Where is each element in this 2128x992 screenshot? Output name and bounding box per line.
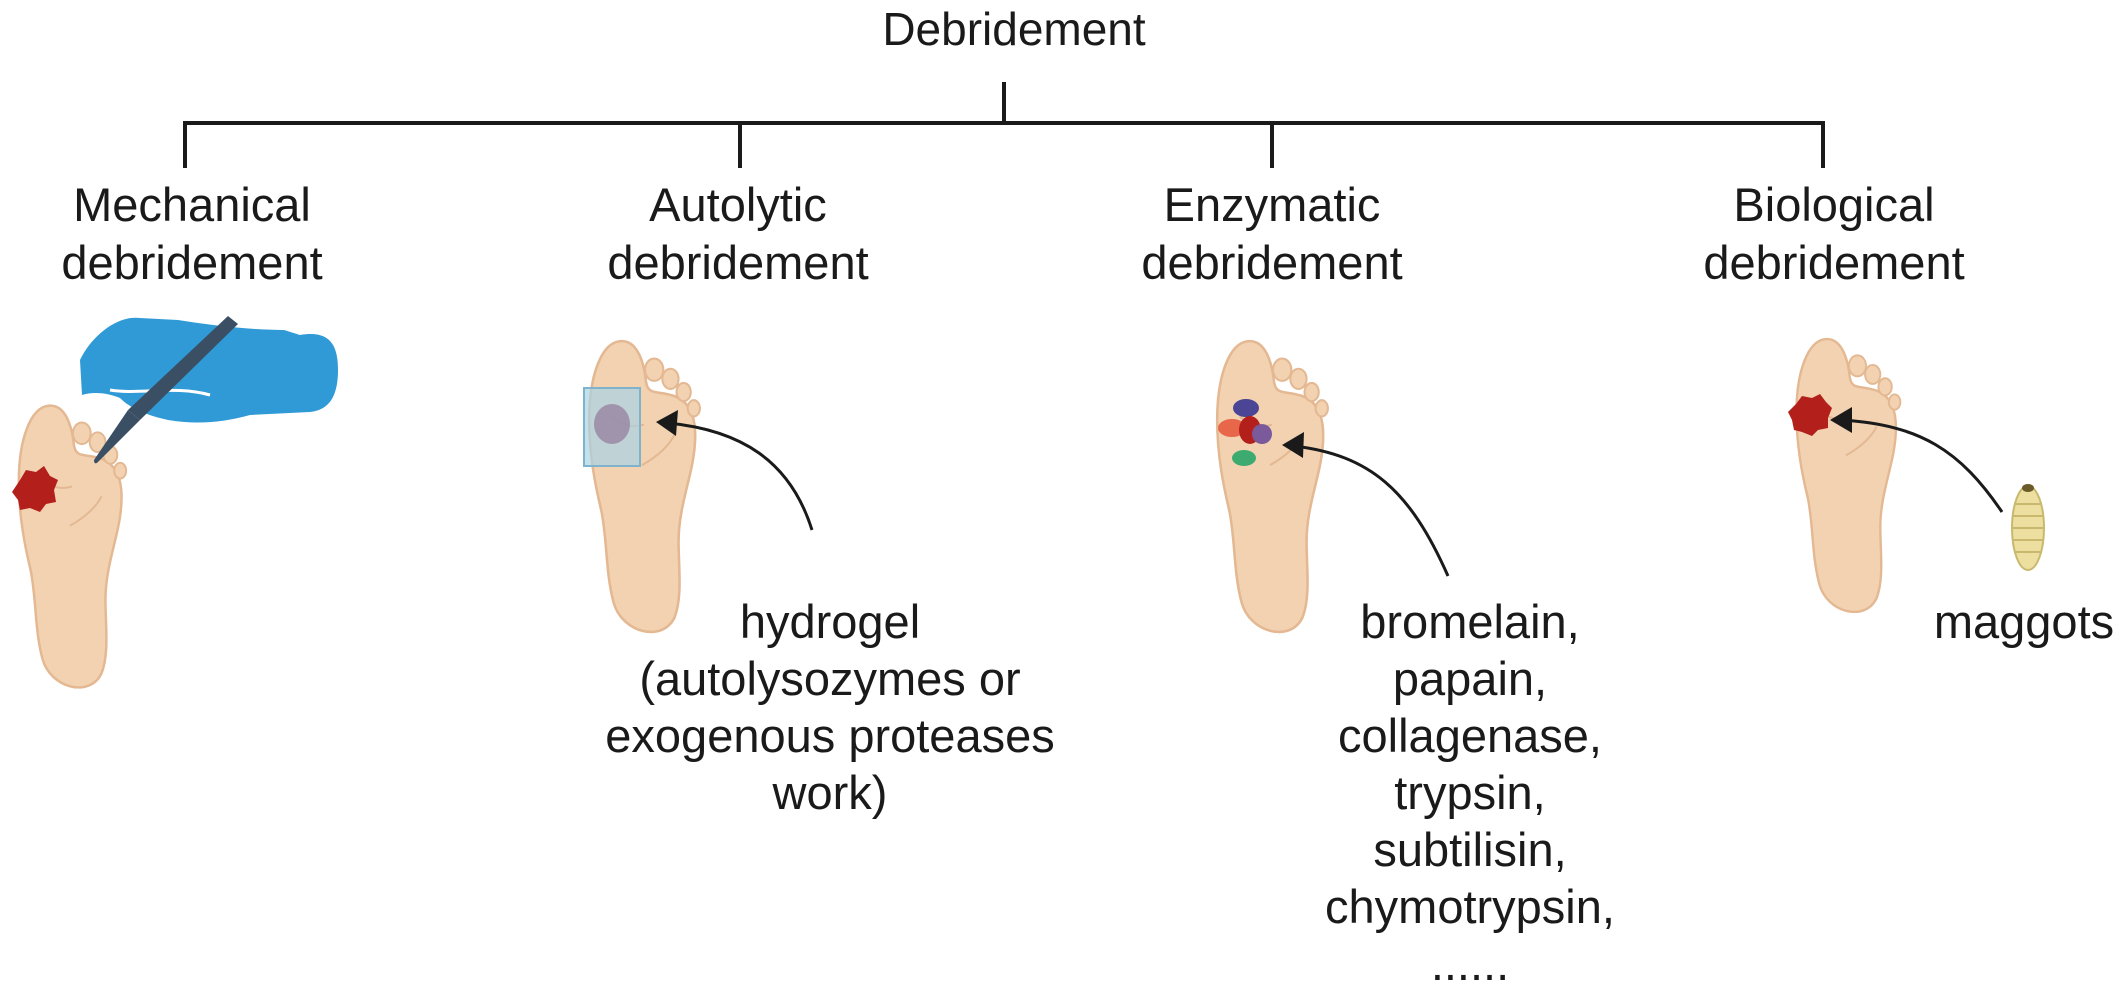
agent-line: chymotrypsin, bbox=[1325, 880, 1615, 933]
agent-list-biological: maggots bbox=[1914, 593, 2128, 650]
branch-label-line: Enzymatic bbox=[1163, 178, 1381, 231]
enzymes-icon bbox=[1218, 399, 1272, 466]
branch-label-line: debridement bbox=[1141, 236, 1403, 289]
mechanical-illustration bbox=[12, 316, 338, 689]
wound-icon bbox=[12, 466, 58, 512]
branch-label-line: debridement bbox=[1703, 236, 1965, 289]
agent-line: (autolysozymes or bbox=[639, 652, 1021, 705]
arrow-icon bbox=[1841, 418, 2004, 513]
tree-connectors bbox=[183, 82, 1825, 168]
branch-label-line: debridement bbox=[607, 236, 869, 289]
biological-illustration bbox=[1788, 337, 2045, 614]
foot-icon bbox=[1794, 337, 1902, 614]
scalpel-icon bbox=[128, 316, 238, 420]
branch-label-enzymatic: Enzymatic debridement bbox=[1062, 176, 1482, 292]
enzymatic-illustration bbox=[1215, 339, 1450, 634]
agent-line: papain, bbox=[1392, 652, 1548, 705]
agent-line: trypsin, bbox=[1394, 766, 1546, 819]
agent-line: work) bbox=[772, 766, 888, 819]
agent-line: subtilisin, bbox=[1373, 823, 1567, 876]
agent-line: collagenase, bbox=[1338, 709, 1602, 762]
wound-icon bbox=[1788, 394, 1832, 436]
foot-icon bbox=[587, 339, 702, 634]
branch-label-autolytic: Autolytic debridement bbox=[528, 176, 948, 292]
maggot-icon bbox=[2011, 484, 2045, 571]
agent-list-autolytic: hydrogel (autolysozymes or exogenous pro… bbox=[560, 593, 1100, 821]
branch-label-line: Autolytic bbox=[649, 178, 827, 231]
branch-label-biological: Biological debridement bbox=[1624, 176, 2044, 292]
agent-line: maggots bbox=[1933, 595, 2115, 648]
gloved-hand-icon bbox=[80, 317, 338, 423]
autolytic-illustration bbox=[583, 339, 814, 634]
wound-icon bbox=[594, 404, 630, 444]
agent-line: bromelain, bbox=[1360, 595, 1580, 648]
agent-list-enzymatic: bromelain, papain, collagenase, trypsin,… bbox=[1250, 593, 1690, 992]
arrow-icon bbox=[667, 421, 814, 531]
agent-line: hydrogel bbox=[739, 595, 921, 648]
branch-label-line: Mechanical bbox=[73, 178, 311, 231]
arrow-icon bbox=[1293, 444, 1450, 577]
diagram-title: Debridement bbox=[882, 3, 1146, 55]
branch-label-mechanical: Mechanical debridement bbox=[0, 176, 402, 292]
agent-line: ...... bbox=[1430, 937, 1510, 990]
branch-label-line: debridement bbox=[61, 236, 323, 289]
agent-line: exogenous proteases bbox=[605, 709, 1055, 762]
branch-label-line: Biological bbox=[1733, 178, 1935, 231]
foot-icon bbox=[1215, 339, 1330, 634]
